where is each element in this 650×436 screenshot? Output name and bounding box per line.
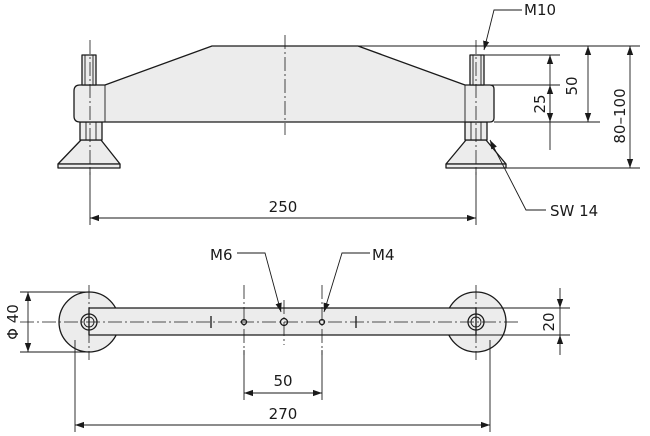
right-threaded-stud	[469, 54, 485, 86]
beam-top	[88, 307, 477, 336]
m6-label: M6	[210, 246, 233, 264]
dimension-20-label: 20	[540, 312, 558, 331]
dimension-50-horizontal-label: 50	[273, 372, 292, 390]
dimension-50-vertical-label: 50	[563, 76, 581, 95]
left-foot-pad	[57, 139, 121, 165]
dimension-25-label: 25	[531, 94, 549, 113]
left-foot-base	[57, 163, 121, 169]
dimension-270-label: 270	[269, 405, 298, 423]
dimension-80-100-label: 80–100	[611, 88, 629, 143]
diameter-40-label: Φ 40	[4, 304, 22, 340]
top-view: M6 M4 Φ 40 20 50 270	[4, 246, 570, 432]
sw14-label: SW 14	[550, 202, 598, 220]
left-threaded-stud	[81, 54, 97, 86]
m10-label: M10	[524, 1, 556, 19]
beam-body	[73, 45, 495, 123]
left-hex-nut	[79, 121, 103, 141]
dimension-250-label: 250	[269, 198, 298, 216]
m4-label: M4	[372, 246, 395, 264]
side-view: 250 50 25 80–100 M10 SW 14	[57, 1, 640, 225]
